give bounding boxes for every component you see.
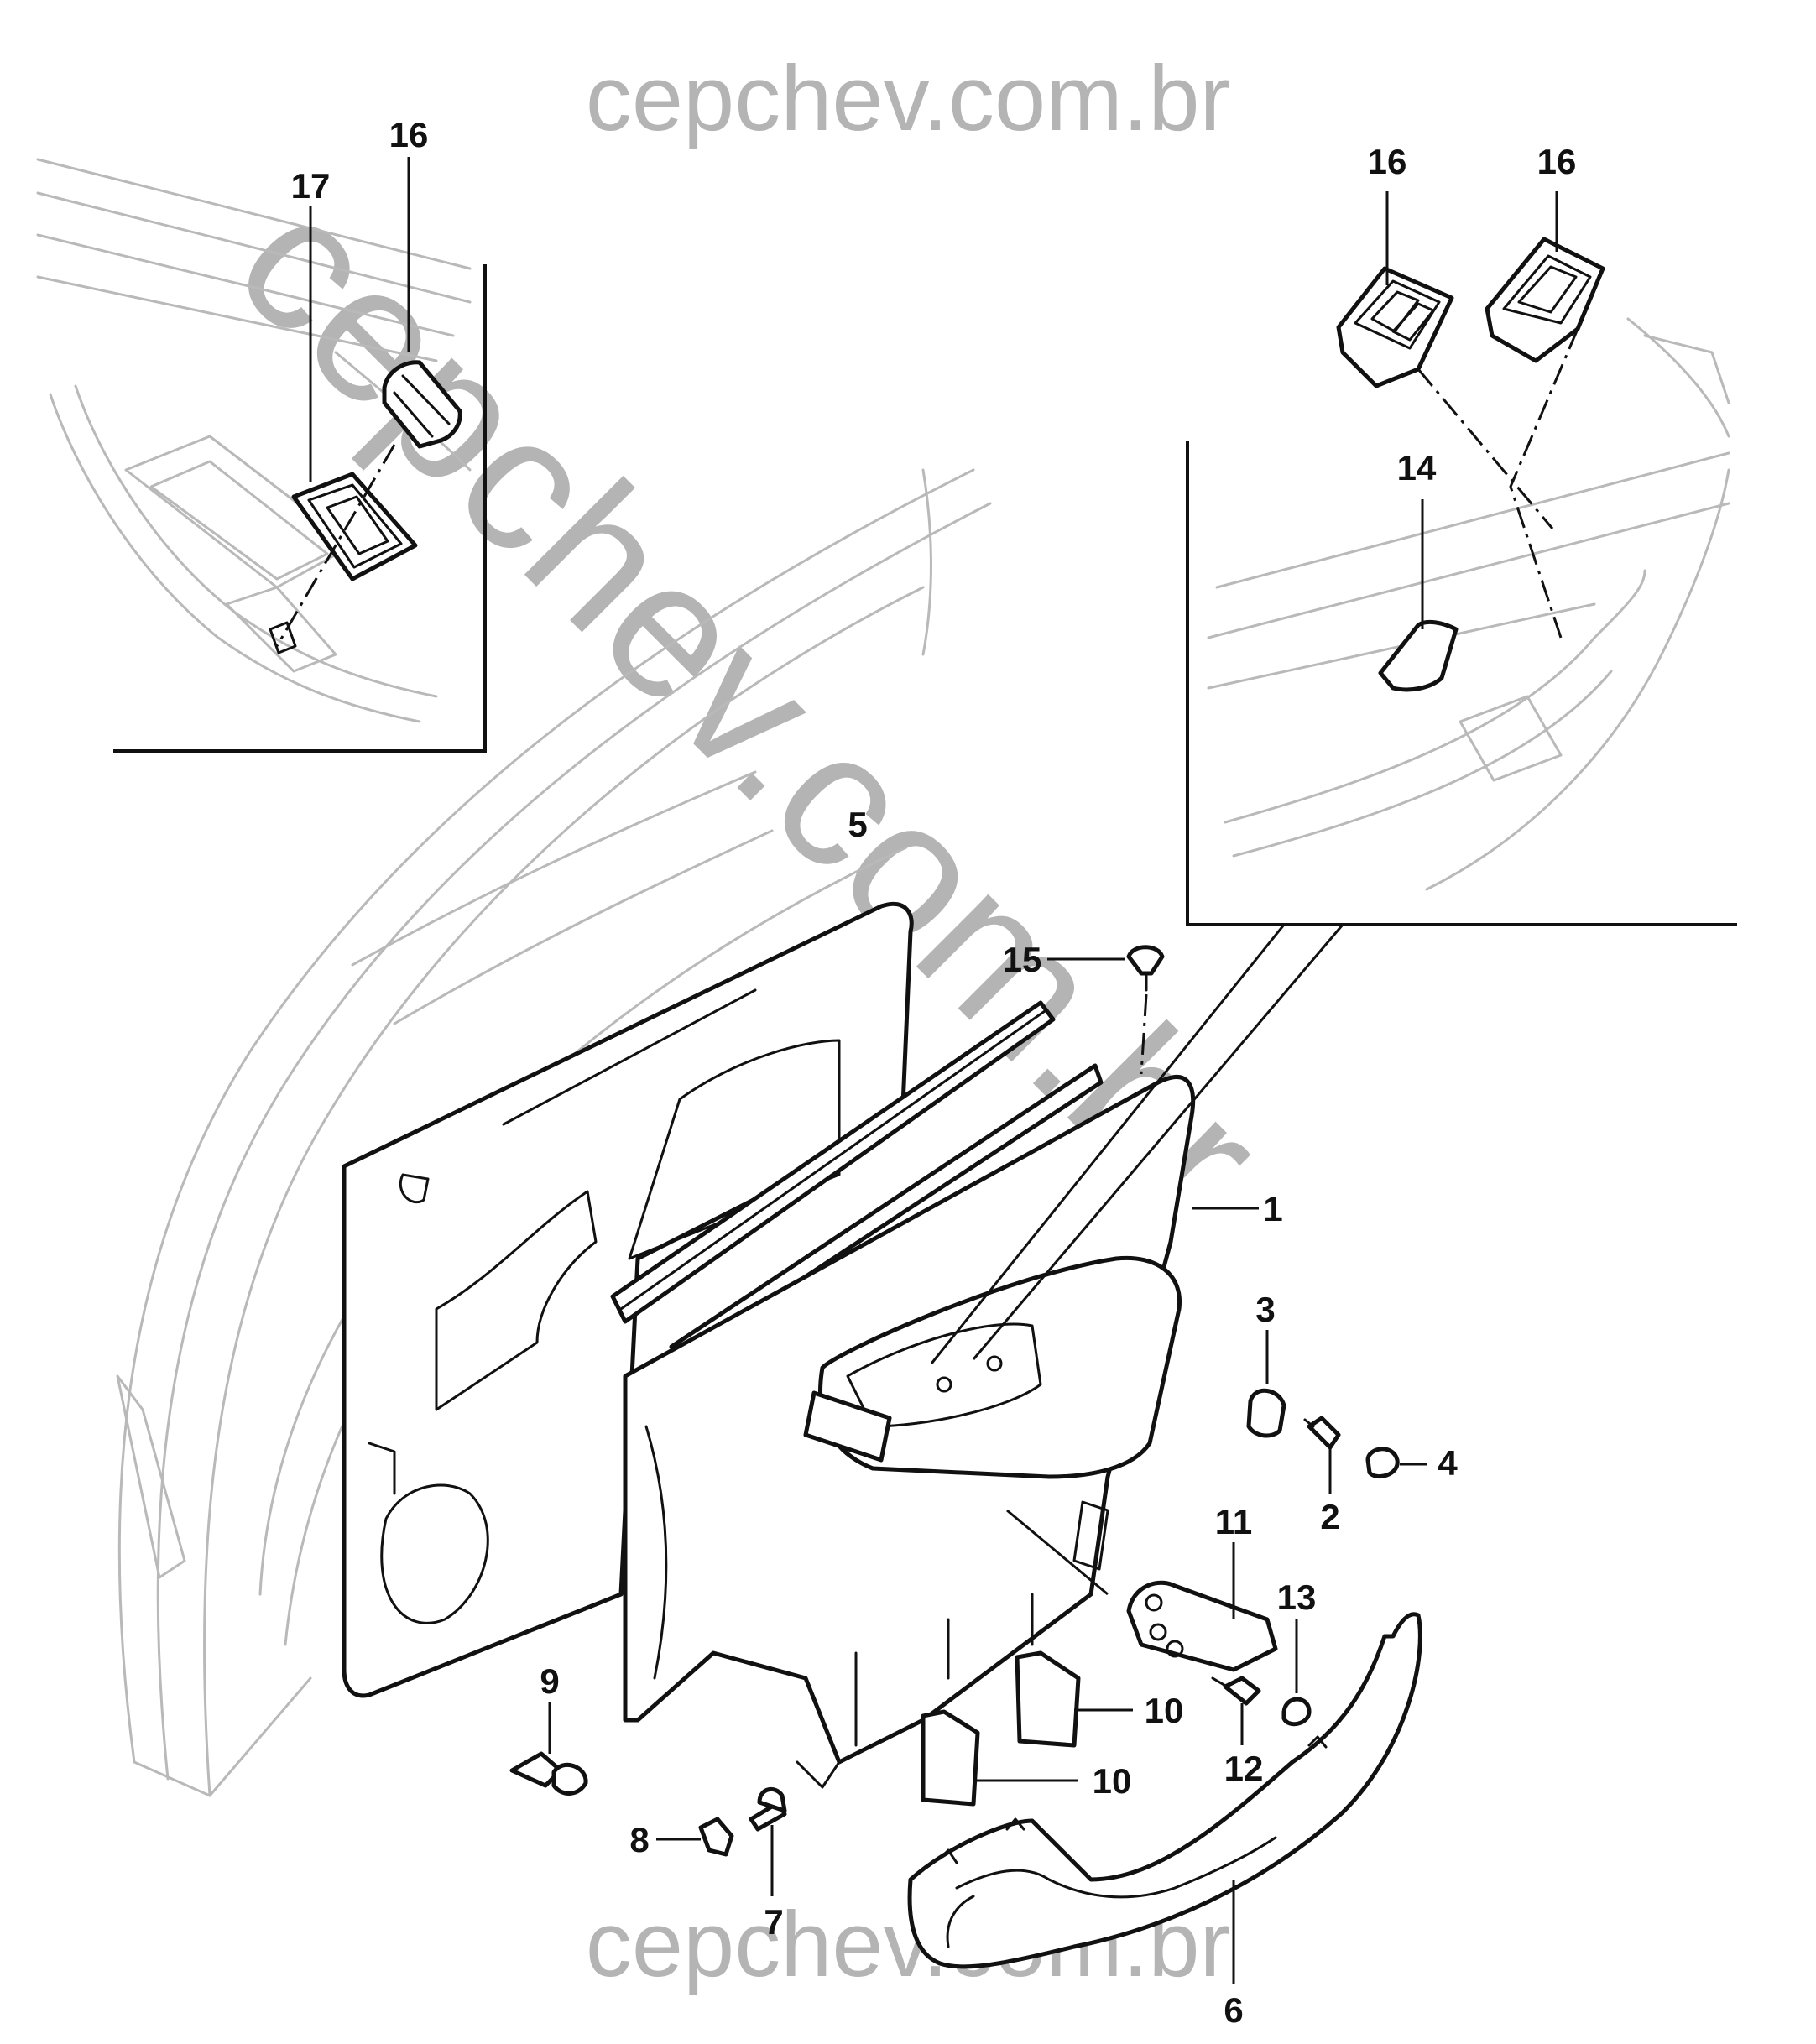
switch-cover-part-14 bbox=[1378, 619, 1459, 692]
callout-6: 6 bbox=[1224, 1990, 1243, 2030]
callout-11: 11 bbox=[1215, 1502, 1252, 1541]
watermark-top: cepchev.com.br bbox=[586, 47, 1230, 150]
callout-4: 4 bbox=[1438, 1443, 1458, 1483]
callout-5: 5 bbox=[848, 805, 867, 844]
screw-part-2 bbox=[1303, 1416, 1341, 1494]
callout-3: 3 bbox=[1255, 1290, 1275, 1329]
callout-10-upper: 10 bbox=[1145, 1691, 1184, 1730]
push-pin-part-9 bbox=[509, 1702, 588, 1796]
callout-9: 9 bbox=[540, 1661, 559, 1701]
inset-dual-switch bbox=[1186, 191, 1737, 926]
window-switch-part-16-dual-right bbox=[1485, 237, 1605, 363]
callout-10-lower: 10 bbox=[1093, 1761, 1132, 1801]
callout-16-left-inset: 16 bbox=[389, 115, 429, 154]
callout-14: 14 bbox=[1397, 448, 1437, 488]
window-seal-strip bbox=[610, 1000, 1104, 1362]
clip-part-8 bbox=[656, 1817, 734, 1857]
callout-1: 1 bbox=[1263, 1189, 1282, 1228]
callout-17: 17 bbox=[291, 166, 331, 206]
callout-16-right-inset-a: 16 bbox=[1368, 142, 1407, 181]
door-trim-panel-part-1 bbox=[623, 1075, 1259, 1789]
screw-part-12 bbox=[1211, 1676, 1261, 1745]
inset-single-switch bbox=[36, 157, 487, 753]
clip-part-15 bbox=[1047, 945, 1165, 1075]
callout-7: 7 bbox=[764, 1902, 783, 1942]
screw-part-7 bbox=[749, 1787, 787, 1896]
spacer-part-3 bbox=[1246, 1330, 1286, 1438]
callout-16-right-inset-b: 16 bbox=[1537, 142, 1577, 181]
window-switch-part-16-single bbox=[382, 360, 462, 449]
callout-labels: 1 2 3 4 5 6 7 8 9 10 10 11 12 13 14 15 1… bbox=[291, 115, 1577, 2030]
armrest-trim-part-6 bbox=[907, 1612, 1422, 1984]
inset-left-background bbox=[36, 158, 472, 723]
callout-12: 12 bbox=[1224, 1749, 1264, 1788]
plug-part-13 bbox=[1281, 1619, 1312, 1727]
callout-2: 2 bbox=[1320, 1497, 1339, 1536]
pad-part-10-upper bbox=[1015, 1650, 1133, 1748]
inset-right-background bbox=[1207, 317, 1730, 891]
callout-15: 15 bbox=[1003, 940, 1042, 979]
switch-bezel-part-17 bbox=[291, 472, 418, 581]
plug-part-4 bbox=[1365, 1447, 1427, 1478]
window-switch-part-16-dual-left bbox=[1336, 266, 1454, 388]
callout-8: 8 bbox=[629, 1820, 649, 1859]
pad-part-10-lower bbox=[921, 1709, 1078, 1807]
callout-13: 13 bbox=[1277, 1577, 1317, 1617]
handle-bracket-part-11 bbox=[1006, 1509, 1278, 1672]
